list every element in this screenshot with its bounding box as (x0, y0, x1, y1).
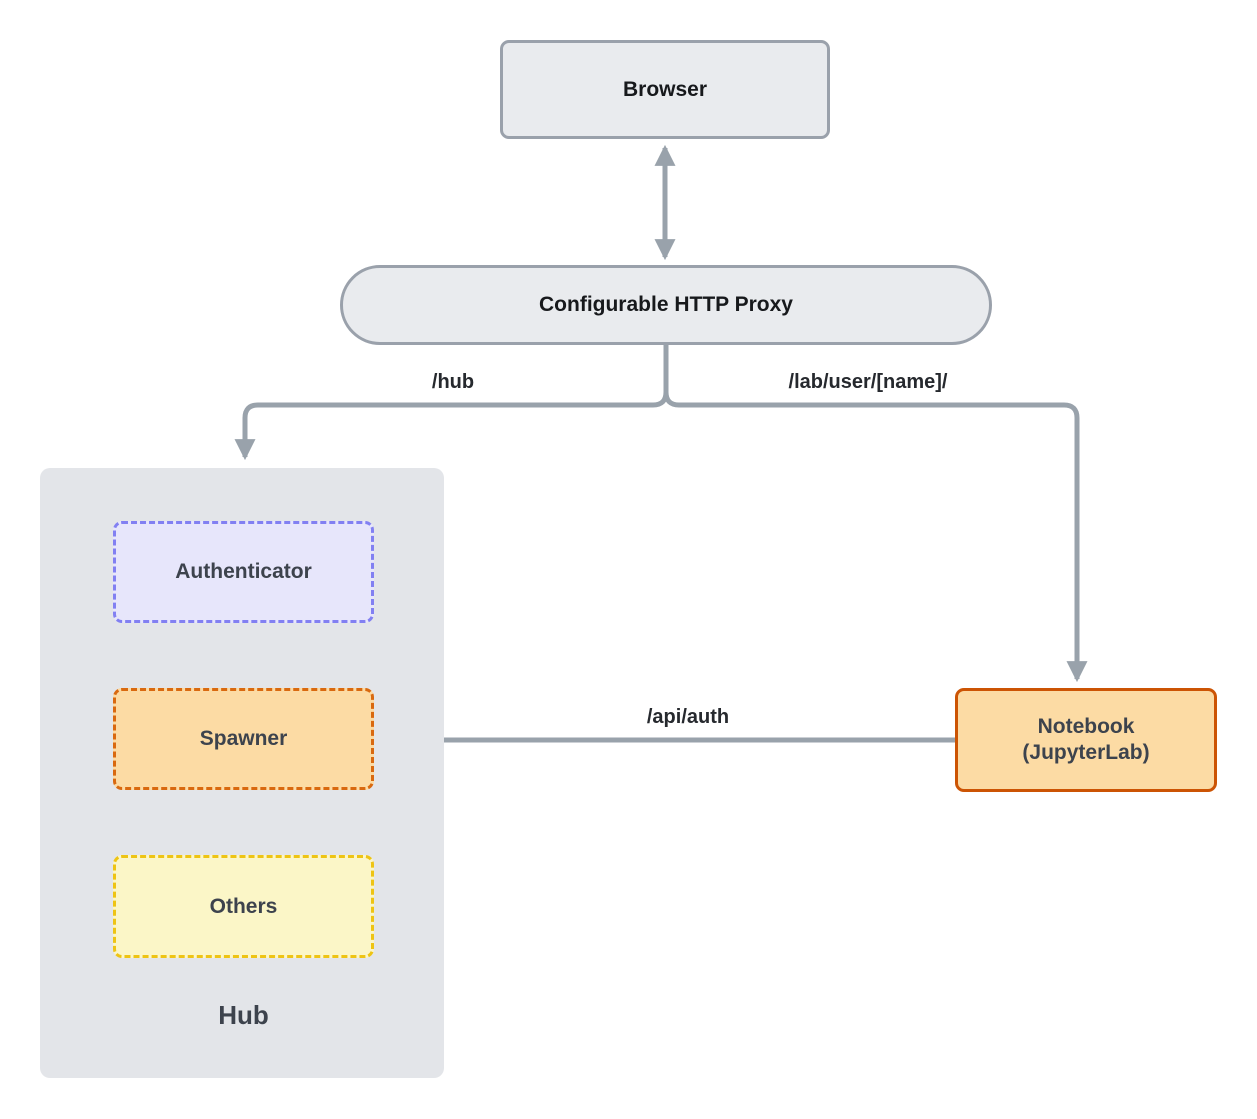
hub-route-edge-label: /hub (431, 371, 475, 393)
others-node: Others (113, 855, 374, 958)
api-auth-edge-label: /api/auth (646, 706, 730, 728)
notebook-jupyterlab-node: Notebook (JupyterLab) (955, 688, 1217, 792)
browser-label: Browser (622, 77, 708, 101)
edge-proxy-hub (234, 345, 669, 461)
notebook-label: Notebook (JupyterLab) (1022, 714, 1150, 764)
proxy-label: Configurable HTTP Proxy (539, 293, 793, 316)
browser-node: Browser (500, 40, 830, 139)
spawner-label: Spawner (199, 727, 288, 750)
others-label: Others (209, 894, 278, 918)
spawner-node: Spawner (113, 688, 374, 790)
hub-container-label: Hub (218, 1000, 269, 1030)
authenticator-label: Authenticator (175, 560, 312, 583)
authenticator-node: Authenticator (113, 521, 374, 623)
edge-proxy-notebook (663, 345, 1088, 683)
configurable-http-proxy-node: Configurable HTTP Proxy (340, 265, 992, 345)
lab-user-route-edge-label: /lab/user/[name]/ (788, 371, 948, 393)
